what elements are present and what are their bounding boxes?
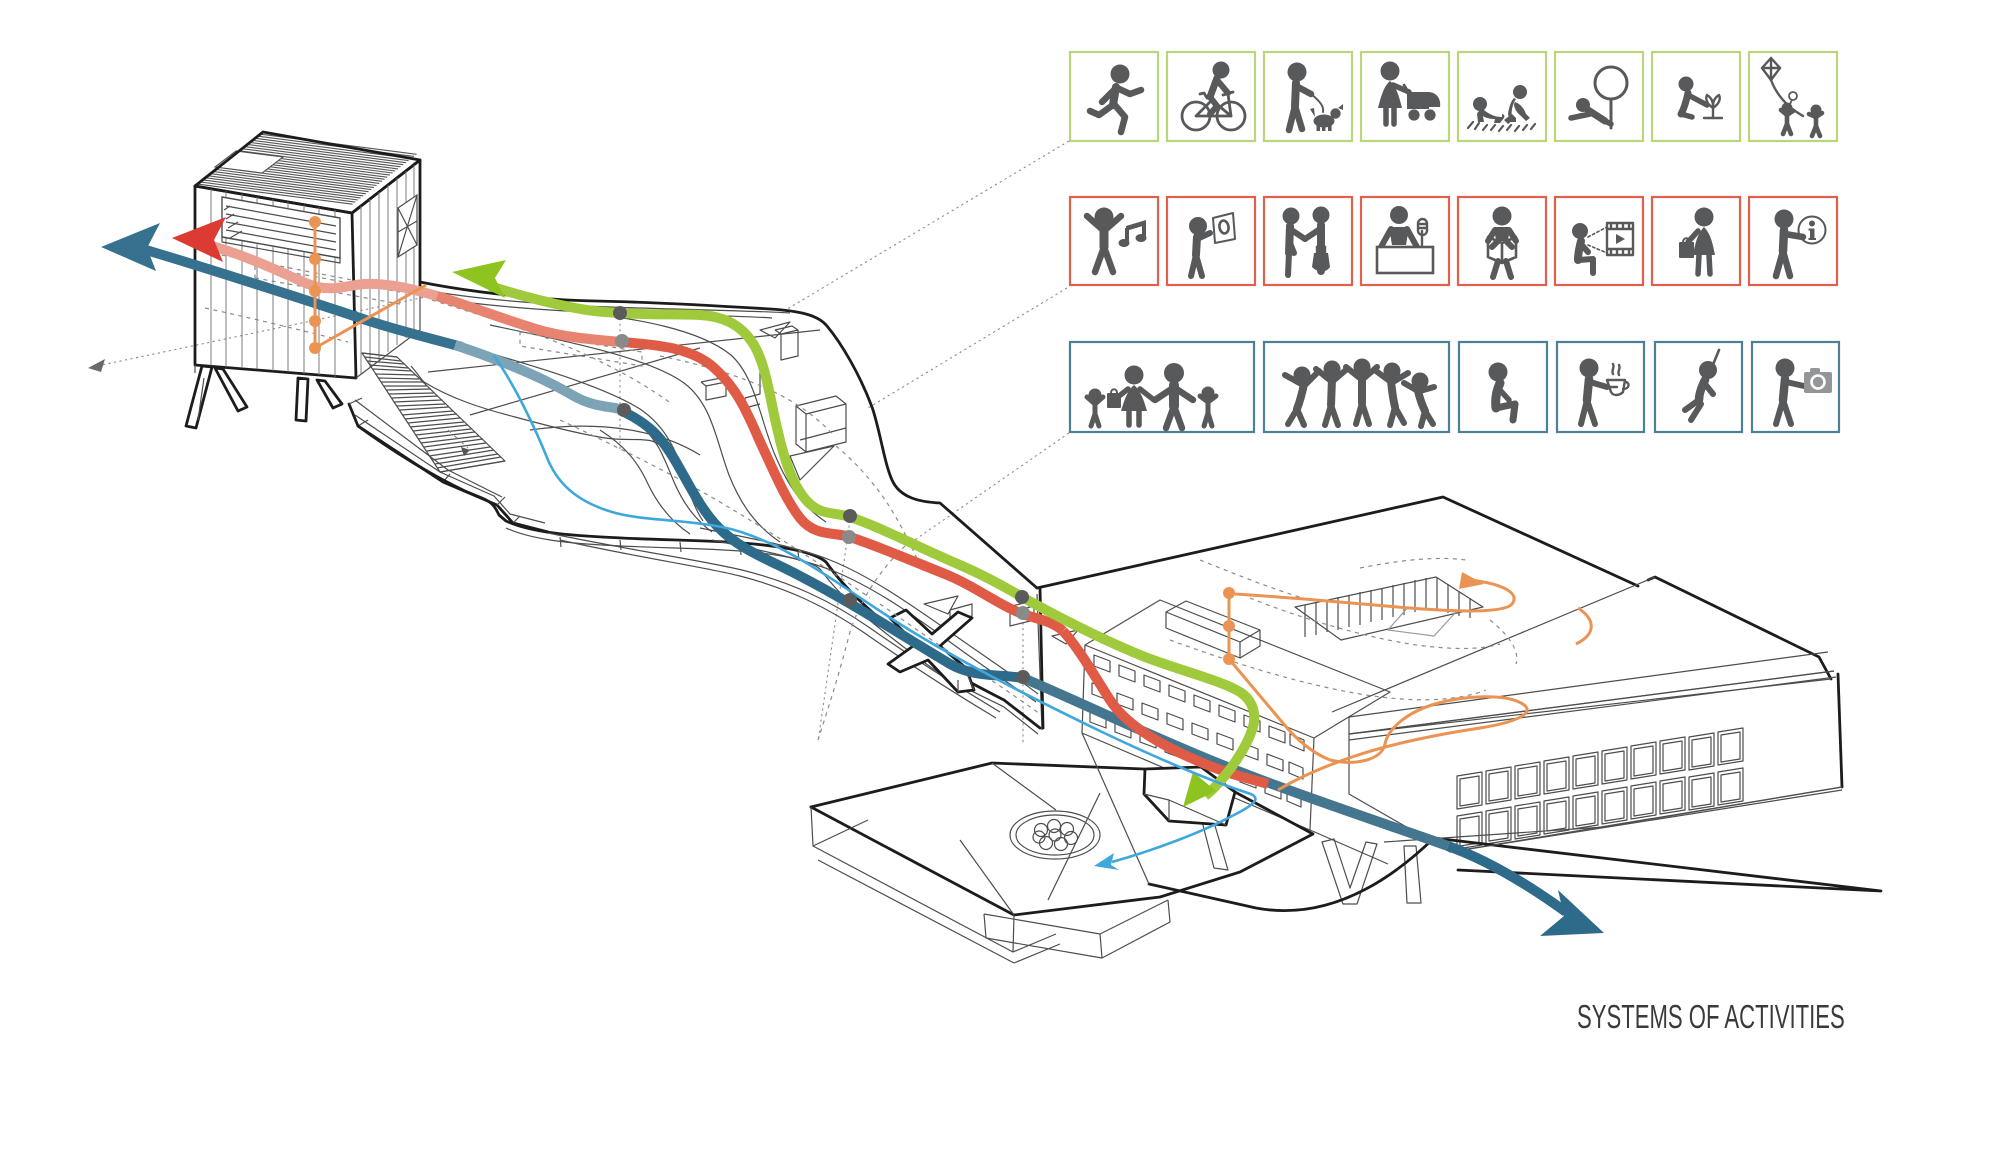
svg-text:SYSTEMS OF ACTIVITIES: SYSTEMS OF ACTIVITIES (1577, 999, 1845, 1035)
